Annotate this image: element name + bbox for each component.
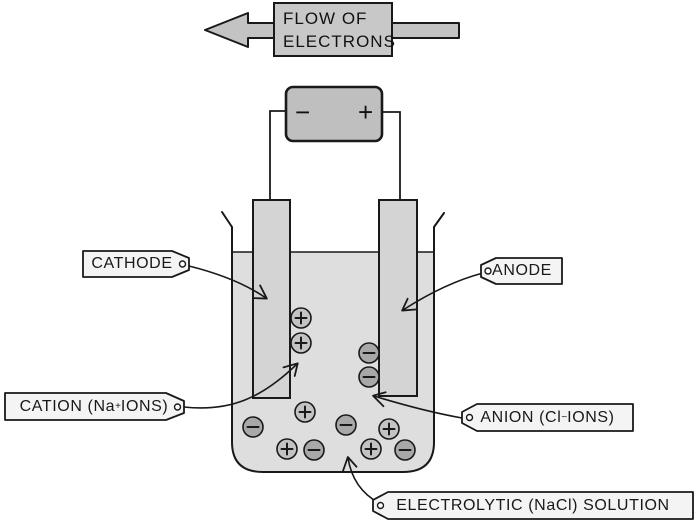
ion-cation (294, 401, 316, 423)
wire-right (382, 111, 401, 201)
wire-left (269, 110, 286, 201)
ion-anion (358, 342, 380, 364)
ion-anion (335, 414, 357, 436)
anion-tag (461, 403, 634, 432)
cathode-tag (82, 250, 190, 278)
anion-label-pre: ANION (Cl (480, 408, 562, 426)
flow-label-box (273, 2, 393, 57)
anion-arrow (372, 391, 463, 419)
flow-label-line1: FLOW OF (283, 9, 368, 28)
cathode-arrow (188, 265, 268, 300)
flow-label-line2: ELECTRONS (283, 32, 396, 51)
ion-cation (290, 332, 312, 354)
ion-cation (290, 307, 312, 329)
anode-electrode (378, 199, 418, 397)
cation-label-pre: CATION (Na (19, 397, 116, 415)
anode-label: ANODE (492, 262, 552, 279)
ion-anion (358, 366, 380, 388)
anode-arrow (401, 272, 484, 312)
cation-label-post: IONS) (120, 397, 169, 415)
solution-label: ELECTROLYTIC (NaCl) SOLUTION (396, 496, 670, 514)
battery (284, 85, 384, 143)
ion-cation (378, 418, 400, 440)
ion-anion (242, 416, 264, 438)
cation-label: CATION (Na+ IONS) (5, 393, 183, 420)
anion-superscript: − (561, 411, 568, 423)
ion-anion (303, 439, 325, 461)
battery-positive-terminal: + (358, 97, 374, 127)
beaker-outline (221, 211, 445, 473)
ion-cation (276, 438, 298, 460)
ion-anion (394, 439, 416, 461)
cathode-electrode (252, 199, 291, 399)
ion-cation (360, 438, 382, 460)
anion-label-post: IONS) (567, 408, 615, 426)
cation-arrow (183, 362, 299, 409)
cathode-label: CATHODE (91, 255, 173, 272)
anion-label: ANION (Cl− IONS) (462, 404, 633, 431)
battery-negative-terminal: − (295, 97, 311, 127)
solution-tag (372, 491, 694, 520)
cation-superscript: + (115, 400, 121, 412)
cation-tag (4, 392, 185, 421)
anode-tag (480, 257, 563, 285)
ions-layer (242, 307, 416, 461)
